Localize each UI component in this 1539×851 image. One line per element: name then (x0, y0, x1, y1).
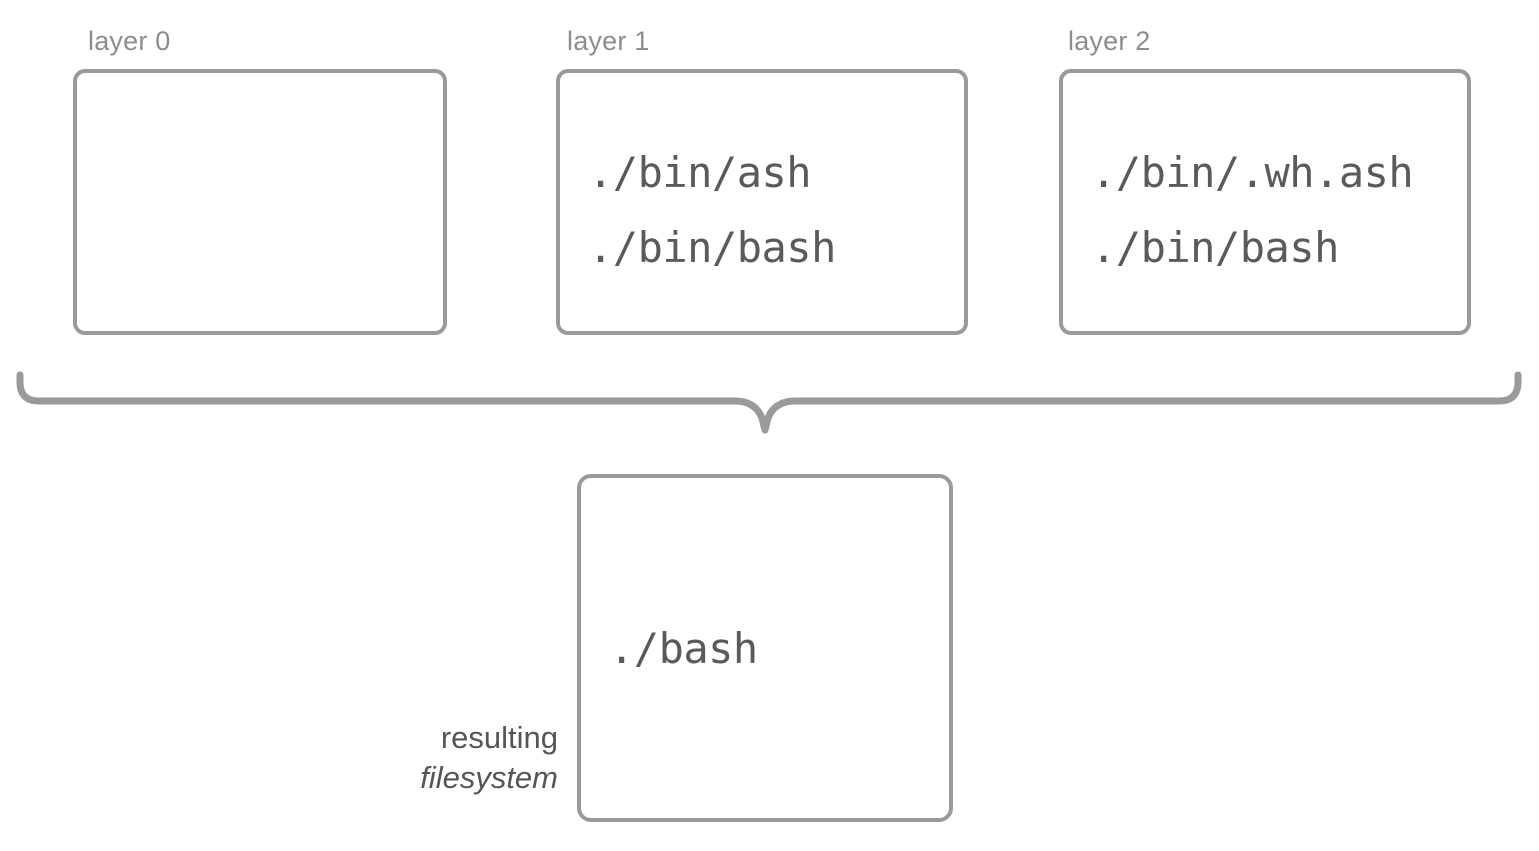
resulting-filesystem-caption: resulting filesystem (300, 718, 558, 798)
file-entry: ./bin/bash (1091, 223, 1339, 272)
layer-column-1: layer 1 ./bin/ash ./bin/bash (556, 0, 968, 335)
file-entry: ./bin/ash (588, 148, 812, 197)
file-list-result: ./bash (609, 611, 941, 686)
file-entry: ./bin/.wh.ash (1091, 148, 1414, 197)
layer-label-0: layer 0 (88, 26, 171, 56)
caption-line-filesystem: filesystem (420, 760, 558, 795)
resulting-filesystem-box[interactable]: ./bash (577, 474, 953, 822)
file-list-2: ./bin/.wh.ash ./bin/bash (1091, 135, 1457, 285)
layer-box-2[interactable]: ./bin/.wh.ash ./bin/bash (1059, 69, 1471, 335)
layer-label-1: layer 1 (567, 26, 650, 56)
layer-column-0: layer 0 (73, 0, 447, 335)
layer-column-2: layer 2 ./bin/.wh.ash ./bin/bash (1059, 0, 1471, 335)
file-list-1: ./bin/ash ./bin/bash (588, 135, 954, 285)
layer-label-2: layer 2 (1068, 26, 1151, 56)
layer-box-0[interactable] (73, 69, 447, 335)
caption-line-resulting: resulting (440, 720, 558, 755)
file-entry: ./bash (609, 624, 758, 673)
merge-brace-icon (16, 371, 1522, 434)
layer-box-1[interactable]: ./bin/ash ./bin/bash (556, 69, 968, 335)
file-entry: ./bin/bash (588, 223, 836, 272)
